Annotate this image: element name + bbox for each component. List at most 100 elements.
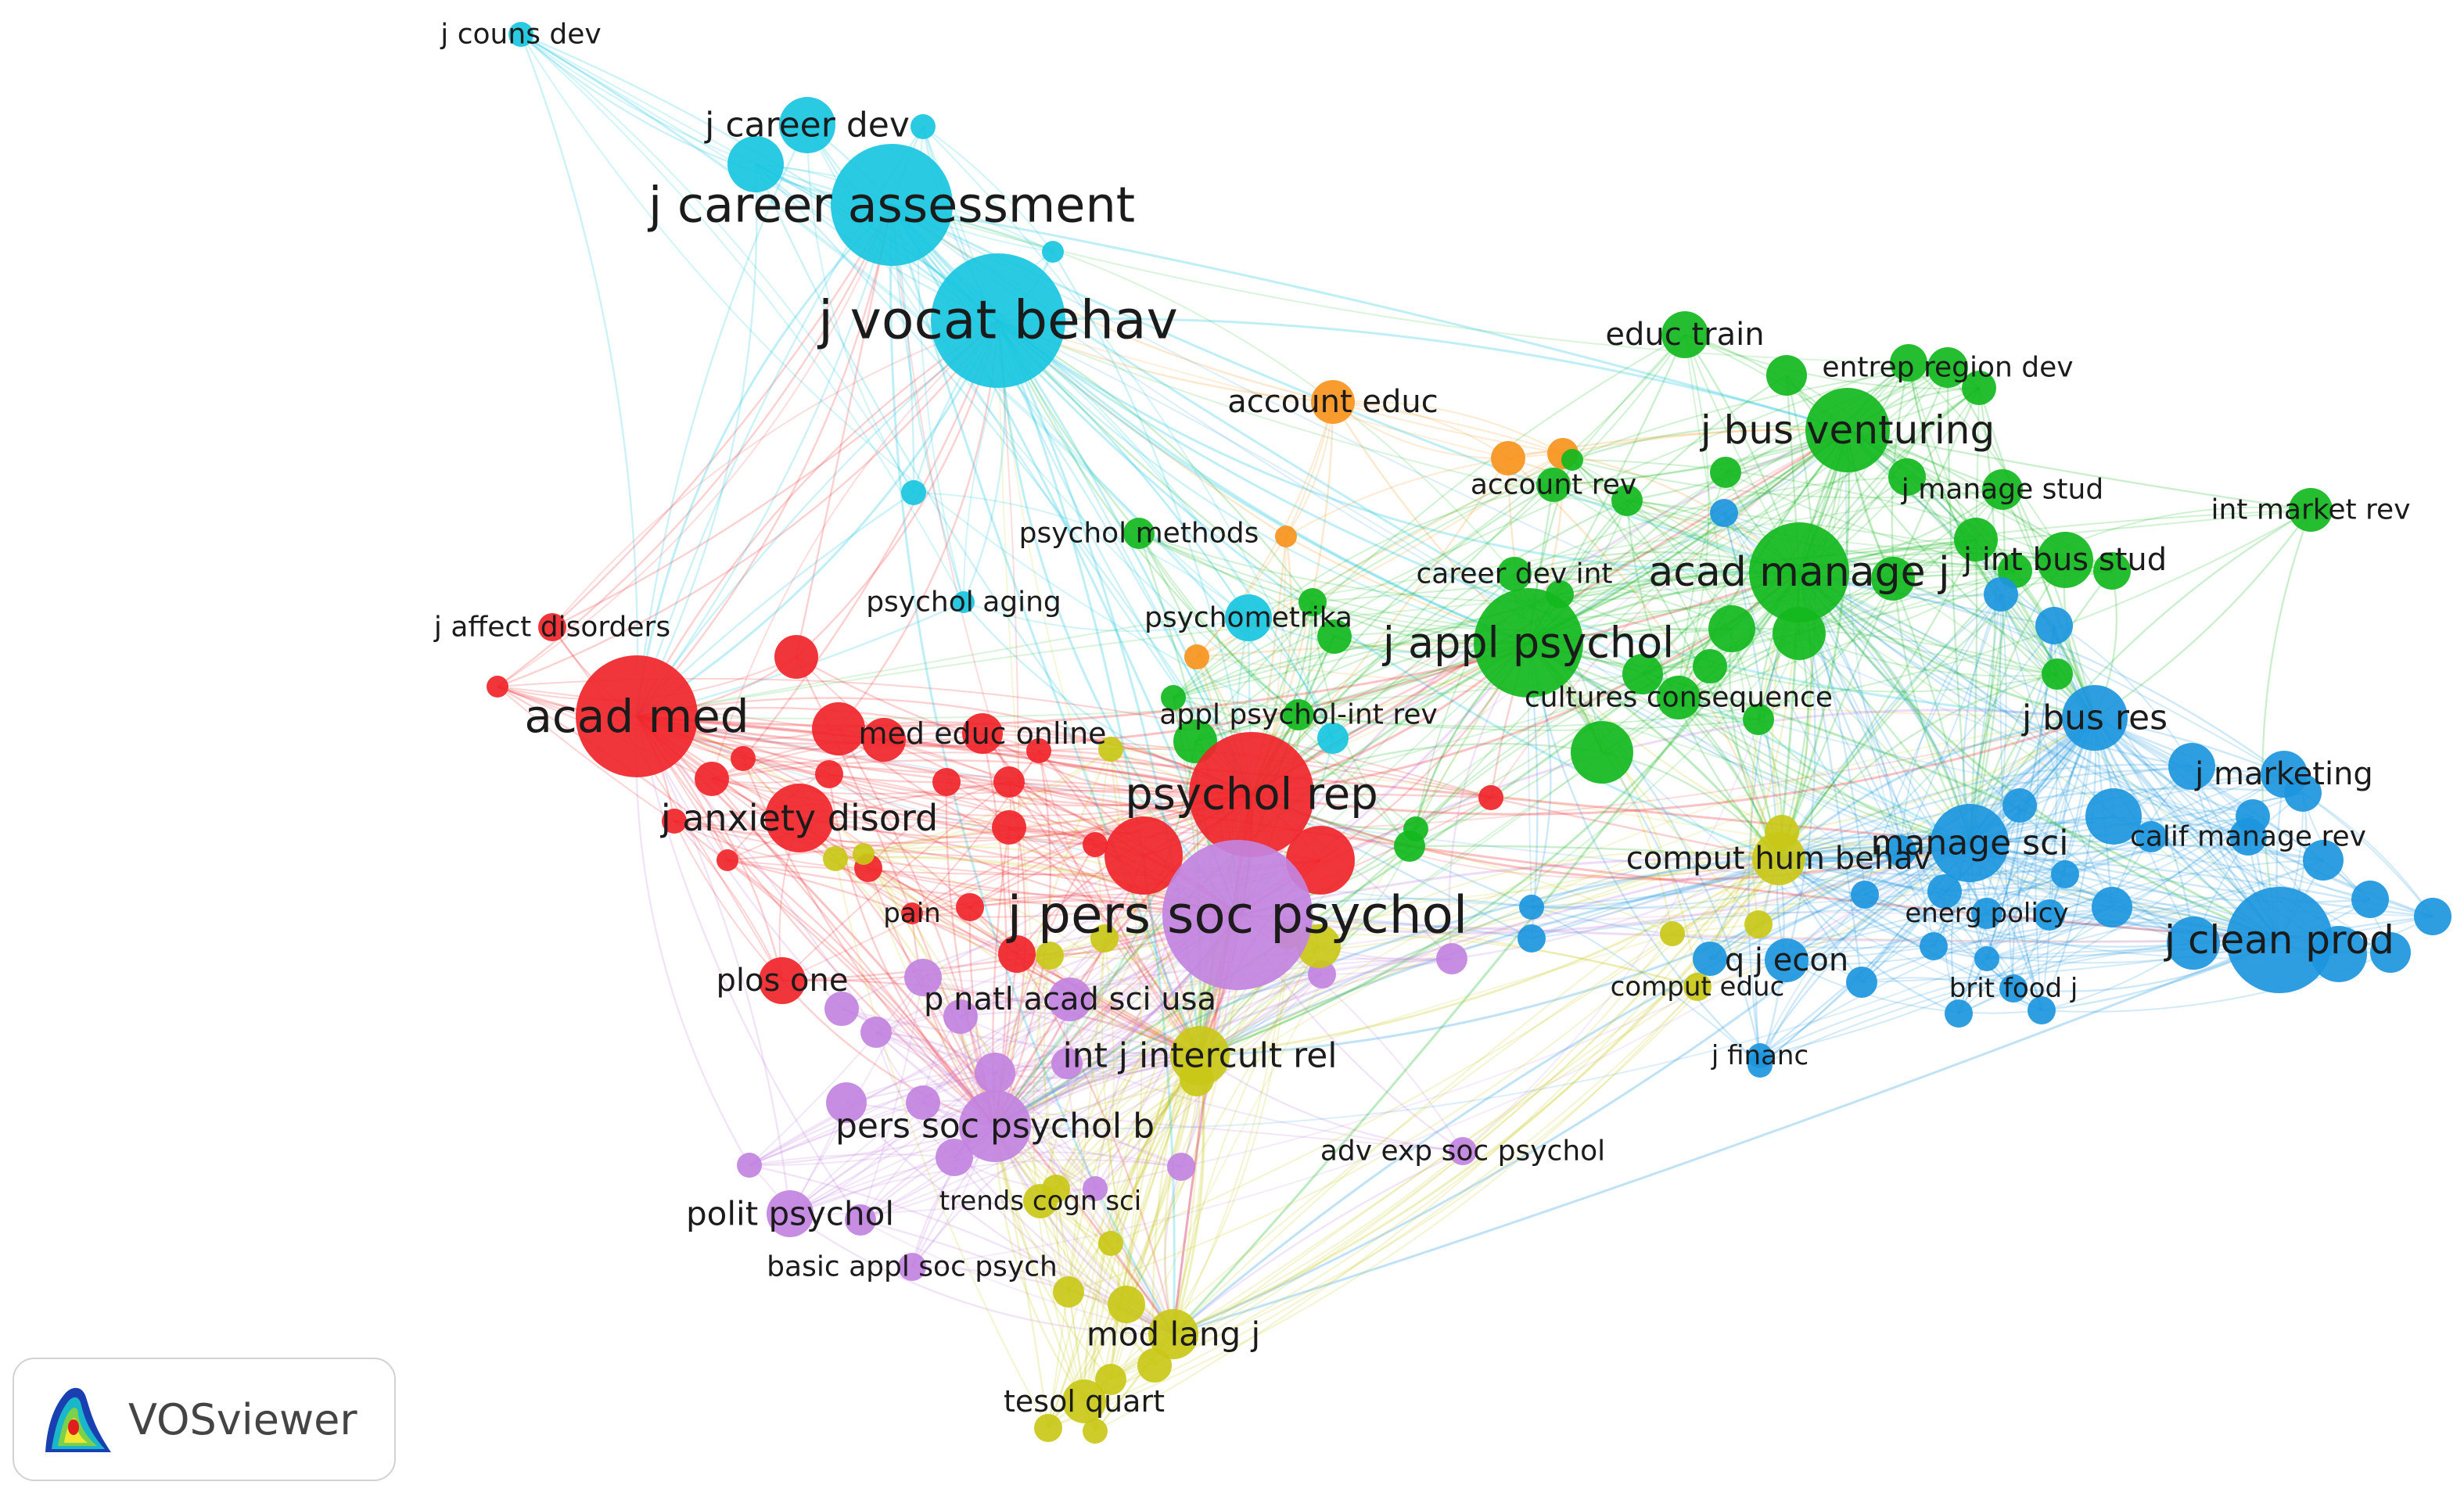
label-trends-cogn-sci[interactable]: trends cogn sci [939, 1186, 1141, 1217]
node-mod-lang-j[interactable] [1148, 1309, 1198, 1359]
label-educ-train[interactable]: educ train [1605, 317, 1764, 353]
network-node[interactable] [826, 1082, 867, 1123]
label-j-appl-psychol[interactable]: j appl psychol [1382, 619, 1674, 668]
node-acad-med[interactable] [576, 655, 698, 777]
label-comput-educ[interactable]: comput educ [1611, 971, 1785, 1003]
network-node[interactable] [911, 114, 936, 139]
network-node[interactable] [1095, 1364, 1126, 1395]
label-appl-psychol-int-rev[interactable]: appl psychol-int rev [1159, 699, 1438, 731]
network-node[interactable] [1851, 881, 1879, 909]
label-basic-appl-soc-psych[interactable]: basic appl soc psych [767, 1251, 1058, 1283]
network-node[interactable] [2042, 658, 2073, 690]
label-j-career-dev[interactable]: j career dev [704, 106, 910, 145]
network-node[interactable] [1184, 644, 1209, 669]
network-node[interactable] [1693, 649, 1727, 683]
network-node[interactable] [1710, 499, 1738, 527]
network-node[interactable] [1766, 355, 1807, 396]
label-j-pers-soc-psychol[interactable]: j pers soc psychol [1006, 885, 1468, 945]
network-node[interactable] [487, 676, 508, 698]
label-int-j-intercult-rel[interactable]: int j intercult rel [1062, 1036, 1337, 1076]
node-j-marketing[interactable] [2261, 751, 2308, 798]
network-node[interactable] [975, 1053, 1015, 1093]
label-acad-manage-j[interactable]: acad manage j [1648, 549, 1949, 596]
network-node[interactable] [1974, 946, 1999, 971]
node-appl-psychol-int-rev[interactable] [1283, 699, 1314, 730]
network-node[interactable] [1962, 371, 1996, 405]
node-psychol-methods[interactable] [1123, 518, 1155, 549]
label-energ-policy[interactable]: energ policy [1905, 898, 2068, 929]
label-manage-sci[interactable]: manage sci [1871, 823, 2069, 863]
network-node[interactable] [1108, 1286, 1145, 1323]
label-psychol-methods[interactable]: psychol methods [1019, 518, 1259, 550]
network-node[interactable] [717, 849, 738, 871]
network-node[interactable] [1090, 924, 1119, 952]
network-node[interactable] [1083, 1176, 1108, 1201]
network-node[interactable] [1954, 518, 1998, 561]
node-account-rev[interactable] [1536, 468, 1571, 502]
label-adv-exp-soc-psychol[interactable]: adv exp soc psychol [1320, 1135, 1605, 1168]
network-node[interactable] [1927, 874, 1962, 909]
label-cultures-consequence[interactable]: cultures consequence [1525, 682, 1833, 714]
label-brit-food-j[interactable]: brit food j [1949, 973, 2078, 1004]
network-node[interactable] [1571, 721, 1633, 784]
network-node[interactable] [1167, 1153, 1195, 1181]
node-j-int-bus-stud[interactable] [2037, 532, 2093, 588]
label-pers-soc-psychol-b[interactable]: pers soc psychol b [835, 1107, 1155, 1146]
network-node[interactable] [1083, 832, 1108, 857]
network-node[interactable] [936, 1139, 973, 1176]
network-node[interactable] [932, 768, 961, 796]
network-node[interactable] [1298, 588, 1327, 616]
network-node[interactable] [906, 1085, 940, 1120]
node-psychol-aging[interactable] [953, 591, 975, 613]
network-node[interactable] [2093, 552, 2131, 590]
node-cultures-consequence[interactable] [1657, 676, 1701, 719]
node-j-couns-dev[interactable] [508, 22, 533, 47]
network-node[interactable] [1036, 942, 1064, 970]
node-int-market-rev[interactable] [2289, 488, 2333, 532]
node-acad-manage-j[interactable] [1749, 522, 1849, 622]
node-med-educ-online[interactable] [962, 713, 1003, 754]
label-account-rev[interactable]: account rev [1471, 469, 1636, 501]
network-node[interactable] [1275, 526, 1297, 547]
network-node[interactable] [1885, 835, 1916, 866]
network-node[interactable] [1051, 1048, 1083, 1079]
label-polit-psychol[interactable]: polit psychol [686, 1195, 894, 1233]
label-psychol-rep[interactable]: psychol rep [1125, 770, 1378, 820]
network-node[interactable] [2051, 860, 2079, 888]
network-node[interactable] [1693, 942, 1727, 976]
node-manage-sci[interactable] [1931, 804, 2009, 882]
node-p-natl-acad-sci-usa[interactable] [1048, 978, 1092, 1021]
network-node[interactable] [853, 843, 875, 865]
node-plos-one[interactable] [759, 957, 806, 1004]
network-node[interactable] [2168, 743, 2215, 790]
network-node[interactable] [1890, 344, 1927, 382]
label-j-manage-stud[interactable]: j manage stud [1901, 474, 2103, 506]
network-node[interactable] [1622, 654, 1663, 694]
network-node[interactable] [1920, 932, 1948, 960]
node-j-career-assessment[interactable] [831, 144, 953, 266]
node-j-vocat-behav[interactable] [931, 253, 1065, 388]
node-trends-cogn-sci[interactable] [1023, 1184, 1058, 1218]
label-j-marketing[interactable]: j marketing [2194, 756, 2373, 792]
network-node[interactable] [1871, 557, 1915, 601]
network-node[interactable] [1743, 704, 1774, 735]
label-j-couns-dev[interactable]: j couns dev [440, 19, 601, 51]
network-node[interactable] [1317, 723, 1349, 754]
network-node[interactable] [2085, 788, 2142, 845]
network-node[interactable] [2167, 917, 2220, 970]
network-node[interactable] [943, 999, 978, 1034]
network-node[interactable] [993, 766, 1025, 798]
node-q-j-econ[interactable] [1765, 938, 1808, 982]
network-node[interactable] [1098, 737, 1123, 762]
label-comput-hum-behav[interactable]: comput hum behav [1626, 841, 1932, 877]
network-node[interactable] [1053, 1276, 1084, 1308]
network-node[interactable] [815, 760, 843, 788]
network-node[interactable] [1945, 999, 1973, 1028]
network-node[interactable] [1098, 1231, 1123, 1256]
network-node[interactable] [727, 136, 784, 192]
network-node[interactable] [1984, 577, 2018, 612]
node-j-career-dev[interactable] [779, 97, 835, 153]
label-j-career-assessment[interactable]: j career assessment [647, 177, 1135, 234]
network-node[interactable] [1478, 785, 1503, 810]
node-entrep-region-dev[interactable] [1927, 347, 1968, 388]
